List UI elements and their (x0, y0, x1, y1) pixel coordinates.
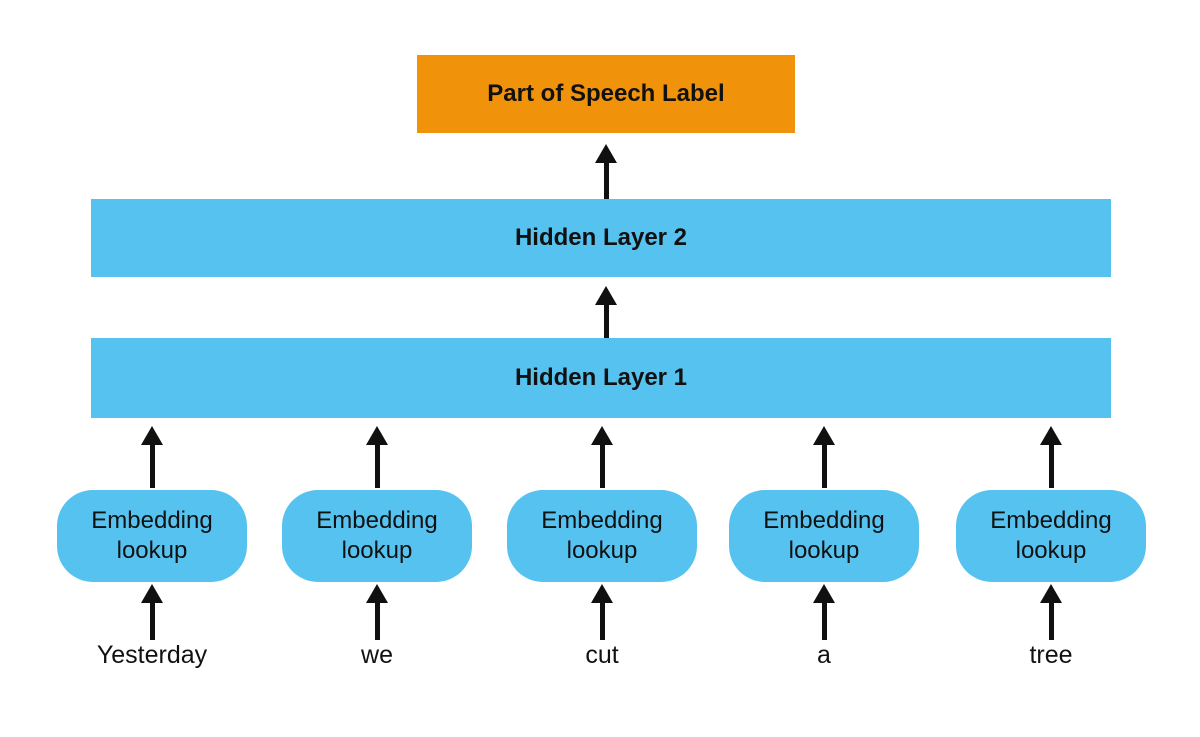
arrow-head-icon (595, 286, 617, 305)
arrow-up-icon (363, 426, 391, 488)
arrow-stem (603, 163, 609, 199)
hidden-layer-1-bar: Hidden Layer 1 (91, 338, 1111, 418)
arrow-head-icon (591, 584, 613, 603)
arrow-stem (603, 305, 609, 338)
arrow-up-icon (138, 584, 166, 640)
arrow-stem (374, 603, 380, 640)
arrow-head-icon (595, 144, 617, 163)
arrow-up-icon (588, 584, 616, 640)
hidden-layer-1-label: Hidden Layer 1 (514, 364, 688, 391)
arrow-up-icon (592, 144, 620, 199)
hidden-layer-2-bar: Hidden Layer 2 (91, 199, 1111, 277)
embedding-lookup-label: Embedding lookup (763, 507, 885, 564)
embedding-lookup-box: Embedding lookup (729, 490, 919, 582)
embedding-lookup-label: Embedding lookup (541, 507, 663, 564)
arrow-up-icon (138, 426, 166, 488)
arrow-stem (1048, 445, 1054, 488)
input-word: we (361, 641, 393, 669)
arrow-up-icon (363, 584, 391, 640)
arrow-stem (821, 445, 827, 488)
input-word: Yesterday (96, 641, 208, 669)
arrow-up-icon (810, 426, 838, 488)
arrow-stem (821, 603, 827, 640)
embedding-lookup-label: Embedding lookup (91, 507, 213, 564)
arrow-head-icon (591, 426, 613, 445)
arrow-stem (149, 445, 155, 488)
arrow-head-icon (141, 426, 163, 445)
output-box-label: Part of Speech Label (487, 80, 725, 107)
arrow-stem (149, 603, 155, 640)
arrow-head-icon (1040, 426, 1062, 445)
arrow-stem (1048, 603, 1054, 640)
arrow-stem (599, 445, 605, 488)
embedding-lookup-box: Embedding lookup (956, 490, 1146, 582)
embedding-lookup-box: Embedding lookup (57, 490, 247, 582)
arrow-head-icon (366, 584, 388, 603)
arrow-up-icon (588, 426, 616, 488)
embedding-lookup-box: Embedding lookup (507, 490, 697, 582)
arrow-up-icon (592, 286, 620, 338)
input-word: tree (1029, 641, 1073, 669)
part-of-speech-label-box: Part of Speech Label (417, 55, 795, 133)
hidden-layer-2-label: Hidden Layer 2 (514, 224, 688, 251)
arrow-head-icon (1040, 584, 1062, 603)
input-word: a (817, 641, 831, 669)
arrow-head-icon (813, 584, 835, 603)
arrow-head-icon (366, 426, 388, 445)
arrow-up-icon (810, 584, 838, 640)
arrow-head-icon (141, 584, 163, 603)
arrow-head-icon (813, 426, 835, 445)
arrow-up-icon (1037, 426, 1065, 488)
embedding-lookup-label: Embedding lookup (316, 507, 438, 564)
arrow-up-icon (1037, 584, 1065, 640)
arrow-stem (599, 603, 605, 640)
input-word: cut (585, 641, 619, 669)
embedding-lookup-label: Embedding lookup (990, 507, 1112, 564)
embedding-lookup-box: Embedding lookup (282, 490, 472, 582)
arrow-stem (374, 445, 380, 488)
